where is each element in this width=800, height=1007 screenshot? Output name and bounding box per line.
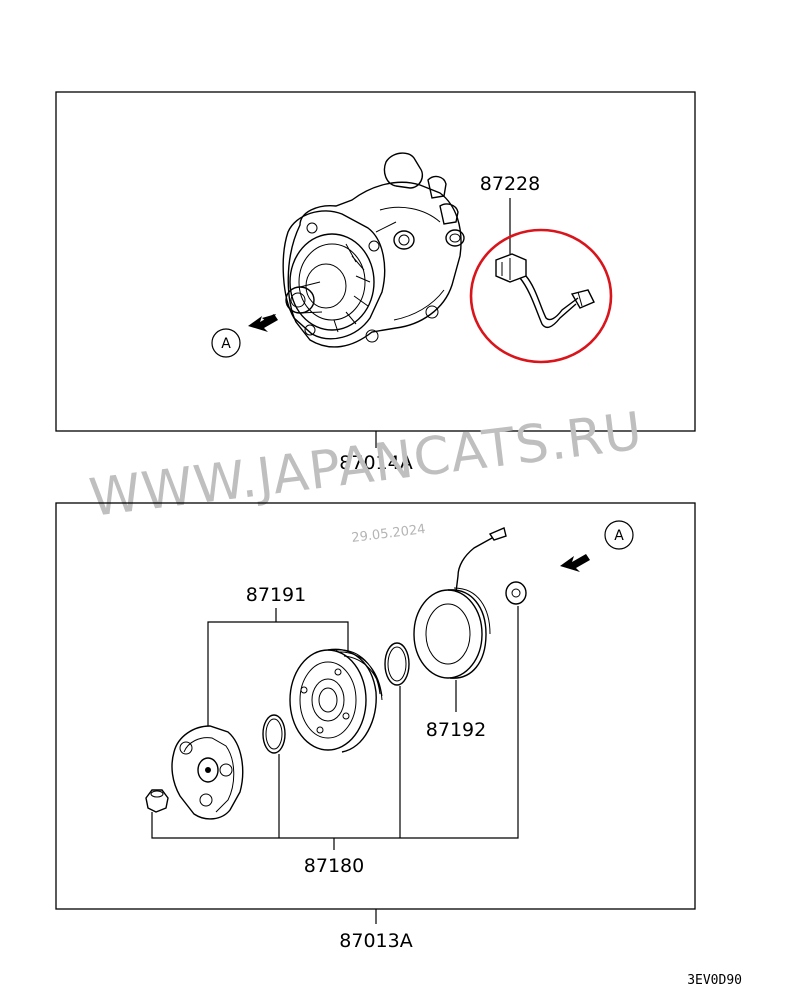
field-coil-part [413, 527, 507, 679]
view-marker-lower: A [614, 528, 624, 544]
label-87228: 87228 [480, 173, 540, 195]
label-87014A: 87014A [339, 452, 412, 474]
view-marker-circle-upper [211, 328, 241, 358]
watermark-date: 29.05.2024 [351, 522, 427, 546]
bracket-87180 [151, 606, 519, 850]
view-marker-upper: A [221, 336, 231, 352]
connector-harness [495, 253, 595, 329]
view-arrow-lower [560, 554, 590, 572]
washer-part [505, 581, 527, 605]
upper-panel-frame [55, 91, 696, 432]
watermark-site: WWW.JAPANCATS.RU [86, 402, 646, 529]
view-marker-circle-lower [604, 520, 634, 550]
diagram-code: 3EV0D90 [687, 973, 742, 988]
label-87191: 87191 [246, 584, 306, 606]
pulley-part [289, 648, 383, 753]
bracket-87191 [207, 608, 349, 726]
label-87180: 87180 [304, 855, 364, 877]
armature-plate [171, 725, 244, 820]
view-arrow-upper [248, 314, 278, 332]
compressor-illustration [282, 152, 465, 348]
label-87013A: 87013A [339, 930, 412, 952]
snap-ring-1 [262, 714, 286, 754]
snap-ring-2 [384, 642, 410, 686]
bolt-part [145, 789, 169, 813]
label-87192: 87192 [426, 719, 486, 741]
highlight-circle [469, 228, 613, 364]
